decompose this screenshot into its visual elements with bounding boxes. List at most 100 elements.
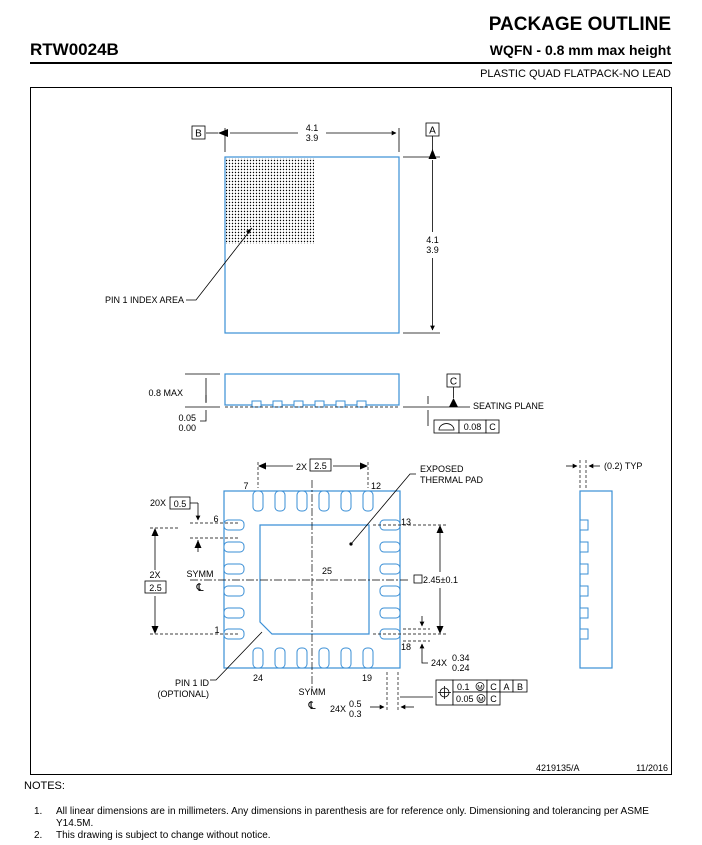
standoff-max: 0.05 <box>178 413 196 423</box>
header-rule <box>30 62 672 64</box>
side-view-right: (0.2) TYP <box>566 460 642 669</box>
drawing-id: 4219135/A <box>536 763 580 773</box>
lead-length-max: 0.34 <box>452 653 470 663</box>
lead-pad-right <box>379 541 401 553</box>
lead-pad-left <box>223 541 245 553</box>
drawing-frame <box>30 87 672 775</box>
pad-number: 25 <box>322 566 332 576</box>
side-lead <box>579 541 589 553</box>
lead-pad-bottom <box>362 647 374 669</box>
lead-width-count: 24X <box>330 704 346 714</box>
side-pads-group <box>579 519 589 640</box>
coplanarity-datum: C <box>489 422 496 432</box>
bottom-view: 2X 2.5 7 12 20X 0.5 6 13 2X 2.5 SYMM ℄ 1… <box>144 458 528 719</box>
lead-length-min: 0.24 <box>452 663 470 673</box>
lead-pad-bottom <box>340 647 352 669</box>
side-lead <box>579 585 589 597</box>
page-title: PACKAGE OUTLINE <box>488 14 671 35</box>
height-min: 3.9 <box>426 245 439 255</box>
typ-label: (0.2) TYP <box>604 461 642 471</box>
symm-bottom-label: SYMM <box>299 687 326 697</box>
pitch-top-count: 2X <box>296 462 307 472</box>
package-body-top <box>224 156 400 334</box>
drawing-date: 11/2016 <box>636 763 668 773</box>
lead-width-min: 0.3 <box>349 709 362 719</box>
lead-pad-bottom <box>274 647 286 669</box>
lead-pad-left <box>223 585 245 597</box>
note-1-text: All linear dimensions are in millimeters… <box>56 806 649 829</box>
datum-b: B <box>195 129 202 140</box>
centerline-left-icon: ℄ <box>195 582 203 594</box>
fcf1-datum-1: C <box>490 682 497 692</box>
exposed-pad-line2: THERMAL PAD <box>420 475 484 485</box>
pad-size: 2.45±0.1 <box>423 575 458 585</box>
lead-pad-right <box>379 563 401 575</box>
standoff-min: 0.00 <box>178 423 196 433</box>
profile-symbol-icon <box>438 423 455 431</box>
fcf1-datum-3: B <box>517 682 523 692</box>
pin-24-label: 24 <box>253 673 263 683</box>
lead-pad-top <box>340 490 352 512</box>
lead-pad-left <box>223 607 245 619</box>
lead-width-max: 0.5 <box>349 699 362 709</box>
fcf1-datum-2: A <box>503 682 509 692</box>
pin1-id-line2: (OPTIONAL) <box>157 689 209 699</box>
width-min: 3.9 <box>306 133 319 143</box>
lead-pad-left <box>223 519 245 531</box>
lead-pad-top <box>318 490 330 512</box>
pin-1-label: 1 <box>214 625 219 635</box>
lead-pad-left <box>223 563 245 575</box>
lead-pad-bottom <box>296 647 308 669</box>
side-view: 0.8 MAX 0.05 0.00 C SEATING PLANE 0.08 C <box>148 373 544 434</box>
square-symbol-icon <box>413 574 423 584</box>
lead-length-count: 24X <box>431 658 447 668</box>
fcf1-modifier: M <box>477 685 482 692</box>
part-number: RTW0024B <box>30 40 119 59</box>
note-1: 1. All linear dimensions are in millimete… <box>34 806 674 830</box>
exposed-pad-line1: EXPOSED <box>420 464 464 474</box>
pin1-index-label: PIN 1 INDEX AREA <box>105 295 184 305</box>
package-subtitle: WQFN - 0.8 mm max height <box>489 42 671 58</box>
width-max: 4.1 <box>306 123 319 133</box>
lead-pad-right <box>379 585 401 597</box>
package-body-right <box>579 490 613 669</box>
fcf1-tolerance: 0.1 <box>457 682 470 692</box>
lead-pad-left <box>223 628 245 640</box>
lead-pad-bottom <box>252 647 264 669</box>
coplanarity-value: 0.08 <box>464 422 482 432</box>
centerline-bottom-icon: ℄ <box>307 700 315 712</box>
seating-plane-label: SEATING PLANE <box>473 401 544 411</box>
thermal-pad <box>259 524 370 635</box>
fcf2-tolerance: 0.05 <box>456 694 474 704</box>
pads-group <box>223 490 401 669</box>
note-2-text: This drawing is subject to change withou… <box>56 830 271 841</box>
pin-18-label: 18 <box>401 642 411 652</box>
lead-pad-top <box>274 490 286 512</box>
fcf2-modifier: M <box>478 697 483 704</box>
max-height: 0.8 MAX <box>148 388 183 398</box>
note-2: 2.This drawing is subject to change with… <box>34 830 674 842</box>
package-description: PLASTIC QUAD FLATPACK-NO LEAD <box>480 68 671 80</box>
side-lead <box>579 628 589 640</box>
lead-pad-top <box>362 490 374 512</box>
note-1-number: 1. <box>34 806 43 817</box>
height-max: 4.1 <box>426 235 439 245</box>
pin-12-label: 12 <box>371 481 381 491</box>
pitch-top-value: 2.5 <box>314 461 327 471</box>
lead-pad-top <box>296 490 308 512</box>
pin1-id-line1: PIN 1 ID <box>175 678 210 688</box>
side-lead <box>579 563 589 575</box>
pitch-left-count: 2X <box>149 570 160 580</box>
pin-19-label: 19 <box>362 673 372 683</box>
lead-pad-top <box>252 490 264 512</box>
symm-left-label: SYMM <box>187 569 214 579</box>
pitch-small-value: 0.5 <box>174 499 187 509</box>
pin-6-label: 6 <box>213 514 218 524</box>
pitch-left-value: 2.5 <box>149 583 162 593</box>
pin-7-label: 7 <box>243 481 248 491</box>
top-view: B 4.1 3.9 A 4.1 3.9 PIN 1 INDEX AREA <box>105 122 440 334</box>
side-lead <box>579 519 589 531</box>
pin-13-label: 13 <box>401 517 411 527</box>
lead-pad-bottom <box>318 647 330 669</box>
